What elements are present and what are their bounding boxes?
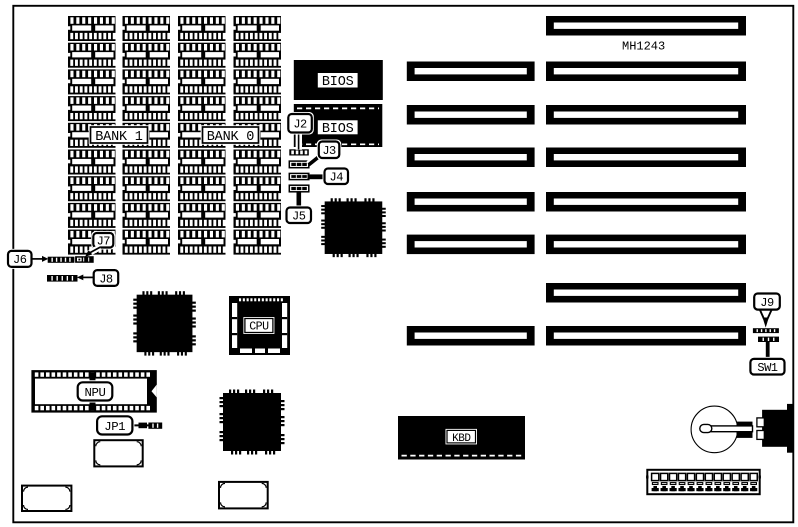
svg-text:J8: J8 xyxy=(99,272,113,286)
svg-text:NPU: NPU xyxy=(85,386,106,400)
svg-text:J4: J4 xyxy=(330,171,344,185)
svg-text:BANK 0: BANK 0 xyxy=(207,130,255,145)
svg-text:J3: J3 xyxy=(322,144,336,158)
svg-text:KBD: KBD xyxy=(452,433,471,445)
svg-text:SW1: SW1 xyxy=(757,361,777,375)
svg-text:CPU: CPU xyxy=(249,321,269,334)
svg-text:J6: J6 xyxy=(13,253,27,267)
svg-text:BANK 1: BANK 1 xyxy=(95,130,143,145)
svg-text:J2: J2 xyxy=(293,118,307,132)
svg-text:MH1243: MH1243 xyxy=(622,40,665,54)
svg-text:BIOS: BIOS xyxy=(322,75,354,90)
svg-text:J9: J9 xyxy=(760,296,774,310)
svg-text:JP1: JP1 xyxy=(104,420,125,434)
svg-text:BIOS: BIOS xyxy=(322,122,354,137)
svg-text:J7: J7 xyxy=(97,235,111,249)
svg-text:J5: J5 xyxy=(292,210,306,224)
